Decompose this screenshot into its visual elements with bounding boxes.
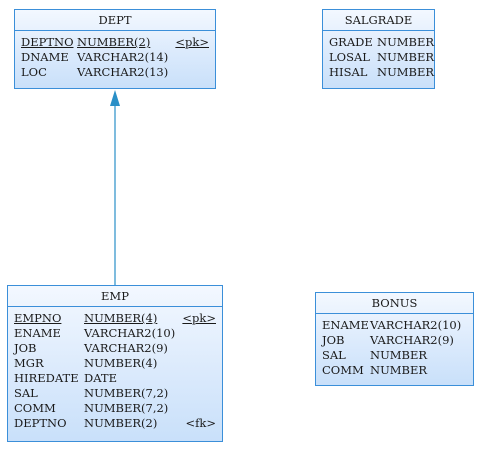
column-row: SAL NUMBER(7,2) [14,386,216,401]
column-row: HIREDATE DATE [14,371,216,386]
column-type: VARCHAR2(14) [77,50,169,64]
column-name: COMM [322,363,364,377]
column-type: VARCHAR2(10) [370,318,462,332]
primary-key-marker: <pk> [182,311,216,325]
column-row: MGR NUMBER(4) [14,356,216,371]
column-type: VARCHAR2(13) [77,65,169,79]
column-name: LOSAL [329,50,370,64]
bonus-table-title: BONUS [316,293,473,314]
emp-table-columns: EMPNO NUMBER(4) <pk> ENAME VARCHAR2(10) … [8,307,222,433]
column-row: LOC VARCHAR2(13) [21,65,209,80]
column-name: DEPTNO [14,416,67,430]
column-name: SAL [322,348,346,362]
column-type: NUMBER(4) [84,311,158,325]
column-type: NUMBER [370,363,428,377]
column-type: NUMBER(7,2) [84,386,169,400]
column-name: MGR [14,356,44,370]
emp-table[interactable]: EMP EMPNO NUMBER(4) <pk> ENAME VARCHAR2(… [7,285,223,442]
column-row: JOB VARCHAR2(9) [322,333,467,348]
column-name: SAL [14,386,38,400]
column-row: LOSAL NUMBER [329,50,434,65]
column-type: VARCHAR2(10) [84,326,176,340]
column-name: EMPNO [14,311,62,325]
column-row: COMM NUMBER(7,2) [14,401,216,416]
column-row: JOB VARCHAR2(9) [14,341,216,356]
column-name: ENAME [322,318,369,332]
column-type: VARCHAR2(9) [370,333,454,347]
emp-table-title: EMP [8,286,222,307]
column-name: ENAME [14,326,61,340]
salgrade-table-columns: GRADE NUMBER LOSAL NUMBER HISAL NUMBER [323,31,434,82]
column-row: DNAME VARCHAR2(14) [21,50,209,65]
column-name: HISAL [329,65,368,79]
column-row: ENAME VARCHAR2(10) [322,318,467,333]
column-row: SAL NUMBER [322,348,467,363]
column-name: COMM [14,401,56,415]
column-name: DNAME [21,50,69,64]
column-name: HIREDATE [14,371,79,385]
column-type: NUMBER [377,35,435,49]
column-name: JOB [14,341,37,355]
column-row: EMPNO NUMBER(4) <pk> [14,311,216,326]
column-type: NUMBER(4) [84,356,158,370]
column-type: VARCHAR2(9) [84,341,168,355]
primary-key-marker: <pk> [175,35,209,49]
bonus-table[interactable]: BONUS ENAME VARCHAR2(10) JOB VARCHAR2(9)… [315,292,474,386]
column-name: LOC [21,65,47,79]
dept-table-title: DEPT [15,10,215,31]
column-row: DEPTNO NUMBER(2) <pk> [21,35,209,50]
foreign-key-marker: <fk> [185,416,217,430]
column-type: NUMBER [370,348,428,362]
salgrade-table-title: SALGRADE [323,10,434,31]
column-row: HISAL NUMBER [329,65,434,80]
dept-table-columns: DEPTNO NUMBER(2) <pk> DNAME VARCHAR2(14)… [15,31,215,82]
column-type: NUMBER(7,2) [84,401,169,415]
relationship-arrowhead-icon [110,90,120,106]
column-row: DEPTNO NUMBER(2) <fk> [14,416,216,431]
bonus-table-columns: ENAME VARCHAR2(10) JOB VARCHAR2(9) SAL N… [316,314,473,380]
column-name: JOB [322,333,345,347]
column-row: GRADE NUMBER [329,35,434,50]
column-type: NUMBER [377,50,435,64]
column-row: COMM NUMBER [322,363,467,378]
salgrade-table[interactable]: SALGRADE GRADE NUMBER LOSAL NUMBER HISAL… [322,9,435,89]
column-type: NUMBER(2) [77,35,151,49]
column-name: DEPTNO [21,35,74,49]
column-type: NUMBER(2) [84,416,158,430]
dept-table[interactable]: DEPT DEPTNO NUMBER(2) <pk> DNAME VARCHAR… [14,9,216,89]
column-type: DATE [84,371,117,385]
column-row: ENAME VARCHAR2(10) [14,326,216,341]
column-type: NUMBER [377,65,435,79]
column-name: GRADE [329,35,373,49]
